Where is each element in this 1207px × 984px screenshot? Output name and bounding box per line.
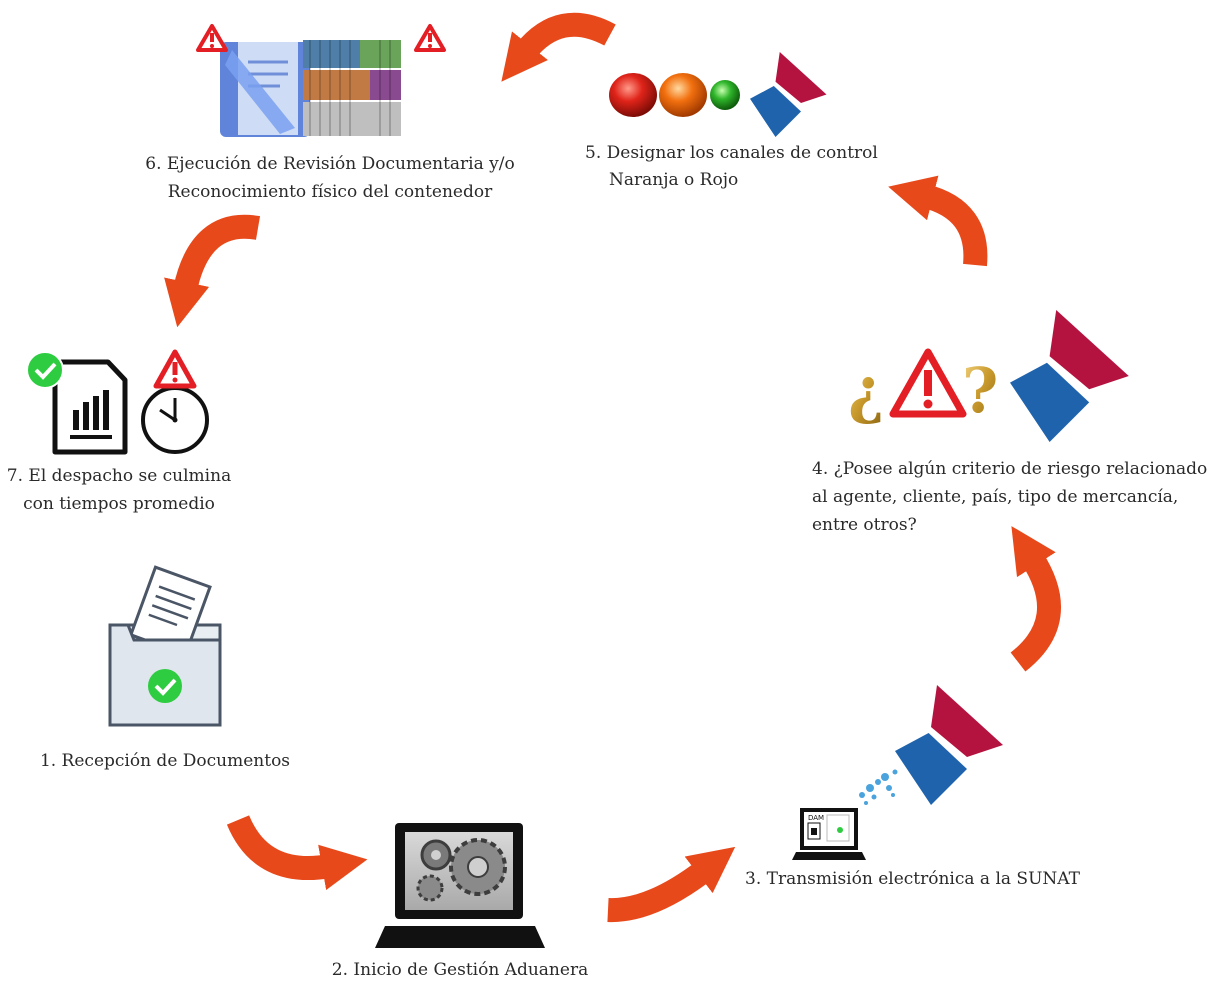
report-clock-icon [26,349,209,455]
traffic-lights-icon [609,73,740,117]
step-2-label: 2. Inicio de Gestión Aduanera [310,957,610,983]
arrow-2-to-3 [607,846,736,923]
step-7-line-1: 7. El despacho se culmina [6,466,232,486]
step-5-line-2: Naranja o Rojo [609,170,739,190]
step-1-line-1: 1. Recepción de Documentos [39,751,291,771]
containers-icon [303,40,401,136]
step-5-line-1: 5. Designar los canales de control [585,143,878,163]
arrow-4-to-5 [888,175,988,267]
step-3-line-1: 3. Transmisión electrónica a la SUNAT [745,869,1080,889]
step-4-line-2: al agente, cliente, país, tipo de mercan… [812,487,1179,507]
step-7-label: 7. El despacho se culmina con tiempos pr… [0,462,238,518]
step-6-label: 6. Ejecución de Revisión Documentaria y/… [120,150,540,206]
step-4-label: 4. ¿Posee algún criterio de riesgo relac… [812,455,1207,539]
sunat-logo-icon [1010,310,1129,442]
warning-icon [153,349,197,389]
arrow-3-to-4 [1010,526,1061,672]
laptop-gears-icon [375,823,545,948]
arrow-1-to-2 [226,815,368,891]
step-6-line-2: Reconocimiento físico del contenedor [167,182,493,202]
dam-screen-text: DAM [808,814,824,822]
transmission-sparkle-icon [859,769,898,805]
svg-text:¿: ¿ [848,354,884,427]
arrow-5-to-6 [501,12,616,82]
folder-check-icon [108,565,222,727]
sunat-logo-icon [750,52,827,137]
warning-icon [414,24,446,52]
check-icon [26,351,64,389]
warning-icon [196,24,228,52]
sunat-logo-icon [895,685,1003,805]
step-4-line-1: 4. ¿Posee algún criterio de riesgo relac… [812,459,1207,479]
laptop-transmission-icon: DAM [792,769,898,860]
step-3-label: 3. Transmisión electrónica a la SUNAT [745,866,1080,892]
step-7-line-2: con tiempos promedio [23,494,215,514]
step-6-line-1: 6. Ejecución de Revisión Documentaria y/… [145,154,515,174]
documents-containers-icon [220,40,401,137]
cycle-arrows [164,12,1061,923]
step-5-label: 5. Designar los canales de control Naran… [585,140,878,194]
arrow-6-to-7 [164,214,261,328]
risk-question-icon: ¿ ? [848,348,998,427]
clock-icon [141,382,209,454]
step-4-line-3: entre otros? [812,515,917,535]
svg-text:?: ? [962,354,998,427]
step-1-label: 1. Recepción de Documentos [0,748,330,774]
step-2-line-1: 2. Inicio de Gestión Aduanera [331,960,589,980]
